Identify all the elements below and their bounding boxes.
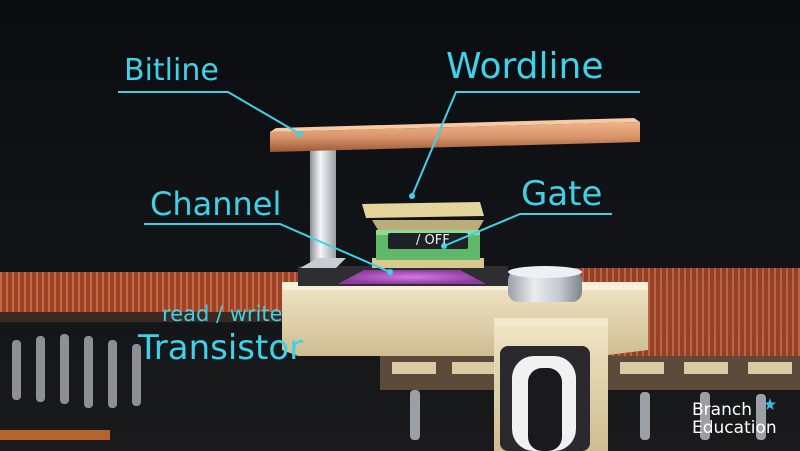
star-icon [764,398,776,410]
channel-region [298,266,508,286]
bitline-label: Bitline [124,53,219,88]
wordline-label: Wordline [446,46,604,87]
channel-leader [144,223,391,273]
gate-leader [443,213,612,247]
logo-line-1: Branch [692,400,752,420]
bitline-contact [300,140,346,268]
background-array-left [0,272,300,440]
gate-label: Gate [521,174,603,214]
capacitor [494,266,608,451]
read-write-label: read / write [162,302,283,326]
gate-state-display: / OFF [416,233,450,248]
branch-education-logo: Branch Education [692,398,777,438]
leader-lines [118,91,640,273]
leader-dots [297,131,447,275]
logo-line-2: Education [692,418,777,438]
wordline-leader [411,91,640,197]
bitline-leader [118,91,301,135]
bitline-bar [270,118,640,152]
channel-label: Channel [150,185,282,223]
transistor-label: Transistor [138,328,304,368]
